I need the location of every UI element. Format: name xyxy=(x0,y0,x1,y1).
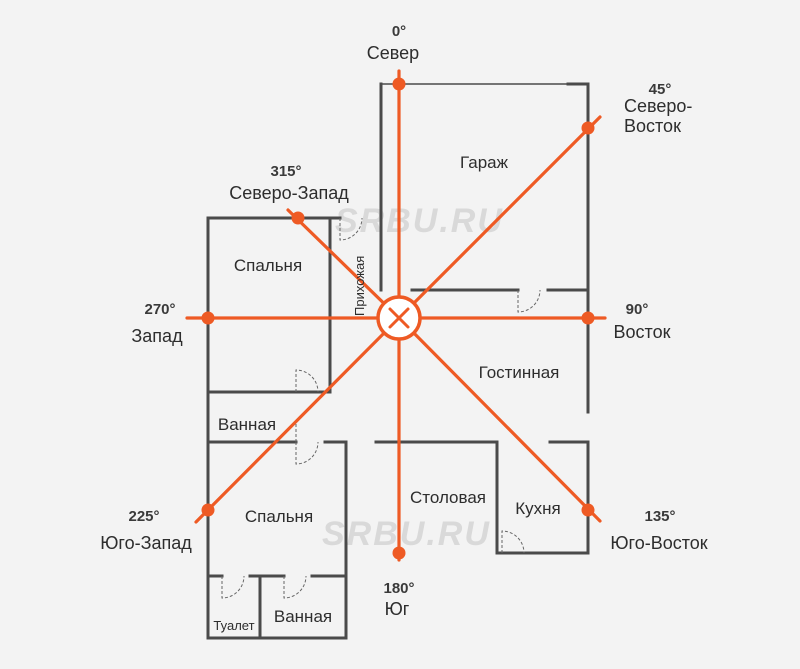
compass-rays xyxy=(185,69,607,562)
watermark-bottom: SRBU.RU xyxy=(322,515,491,553)
room-hallway: Прихожая xyxy=(352,256,367,316)
floor-plan-walls xyxy=(206,82,590,640)
northeast-label-line1: Северо- xyxy=(624,96,692,116)
southwest-label: Юго-Запад xyxy=(100,533,192,553)
room-bathroom-bottom: Ванная xyxy=(274,607,332,626)
south-label: Юг xyxy=(385,599,410,619)
ray-southwest xyxy=(194,316,401,524)
northwest-degree: 315° xyxy=(270,163,301,180)
dot-west xyxy=(201,311,215,325)
ray-northeast xyxy=(397,115,602,320)
dot-northwest xyxy=(291,211,305,225)
dot-southwest xyxy=(201,503,215,517)
door-swings xyxy=(221,217,541,599)
dot-east xyxy=(581,311,595,325)
watermark-top: SRBU.RU xyxy=(335,202,504,240)
dot-northeast xyxy=(581,121,595,135)
east-degree: 90° xyxy=(626,301,649,318)
west-label: Запад xyxy=(131,326,183,346)
room-dining: Столовая xyxy=(410,488,486,507)
southeast-label: Юго-Восток xyxy=(610,533,707,553)
east-label: Восток xyxy=(614,322,671,342)
direction-labels: 0° Север 45° Северо- Восток 90° Восток 1… xyxy=(100,23,708,619)
room-living-room: Гостинная xyxy=(479,363,560,382)
room-bedroom-top: Спальня xyxy=(234,256,302,275)
compass-dots xyxy=(201,77,595,560)
ray-southeast xyxy=(397,316,602,523)
compass-center-x-icon xyxy=(376,295,422,341)
room-labels: Гараж Спальня Прихожая Гостинная Ванная … xyxy=(213,153,560,633)
southeast-degree: 135° xyxy=(644,508,675,525)
north-label: Север xyxy=(367,43,419,63)
dot-south xyxy=(392,546,406,560)
dot-southeast xyxy=(581,503,595,517)
north-degree: 0° xyxy=(392,23,406,40)
southwest-degree: 225° xyxy=(128,508,159,525)
northeast-degree: 45° xyxy=(649,81,672,98)
room-garage: Гараж xyxy=(460,153,509,172)
room-toilet: Туалет xyxy=(213,618,254,633)
ray-northwest xyxy=(286,208,401,320)
northeast-label-line2: Восток xyxy=(624,116,681,136)
room-kitchen: Кухня xyxy=(515,499,561,518)
dot-north xyxy=(392,77,406,91)
west-degree: 270° xyxy=(144,301,175,318)
room-bathroom-left: Ванная xyxy=(218,415,276,434)
south-degree: 180° xyxy=(383,580,414,597)
northwest-label: Северо-Запад xyxy=(229,183,349,203)
room-bedroom-bottom: Спальня xyxy=(245,507,313,526)
